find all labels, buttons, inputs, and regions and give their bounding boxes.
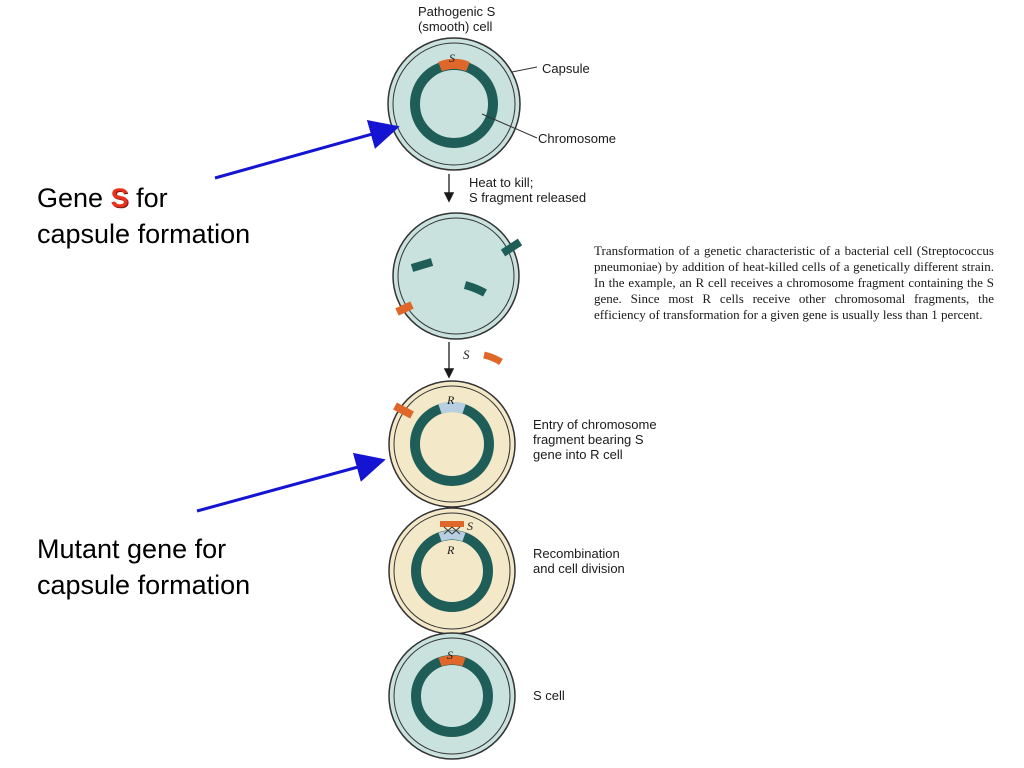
gene-r-label-1: R [446, 393, 455, 407]
gene-r-label-2: R [446, 543, 455, 557]
figure-caption: Transformation of a genetic characterist… [594, 243, 994, 322]
s-fragment-released [395, 301, 414, 316]
s-cell-killed [392, 212, 523, 340]
chromosome-label: Chromosome [538, 131, 617, 146]
free-s-fragment [483, 351, 503, 365]
r-cell-recombination: S R [388, 507, 516, 635]
chromosome-leader [481, 113, 538, 139]
pathogenic-label: Pathogenic S(smooth) cell [418, 4, 496, 34]
heat-to-kill-label: Heat to kill;S fragment released [469, 175, 587, 205]
s-cell-label: S cell [533, 688, 565, 703]
gene-s-callout: Gene S for capsule formation [37, 183, 251, 249]
r-gene-segment [438, 402, 466, 414]
gene-s-label-3: S [447, 648, 453, 662]
s-cell-transformed: S [388, 632, 516, 760]
s-fragment-label: S [463, 347, 470, 362]
mutant-gene-callout-arrow [196, 452, 386, 513]
gene-s-label-2: S [467, 519, 473, 533]
gene-s-callout-arrow [214, 120, 400, 180]
entering-s-fragment [393, 402, 414, 419]
capsule-leader [511, 66, 538, 73]
capsule-label: Capsule [542, 61, 590, 76]
gene-s-label-1: S [449, 51, 455, 65]
mutant-gene-callout: Mutant gene for capsule formation [37, 534, 251, 600]
r-cell-entry: R [388, 380, 516, 508]
s-cell-intact: S [387, 37, 521, 171]
s-gene-segment [438, 58, 470, 72]
